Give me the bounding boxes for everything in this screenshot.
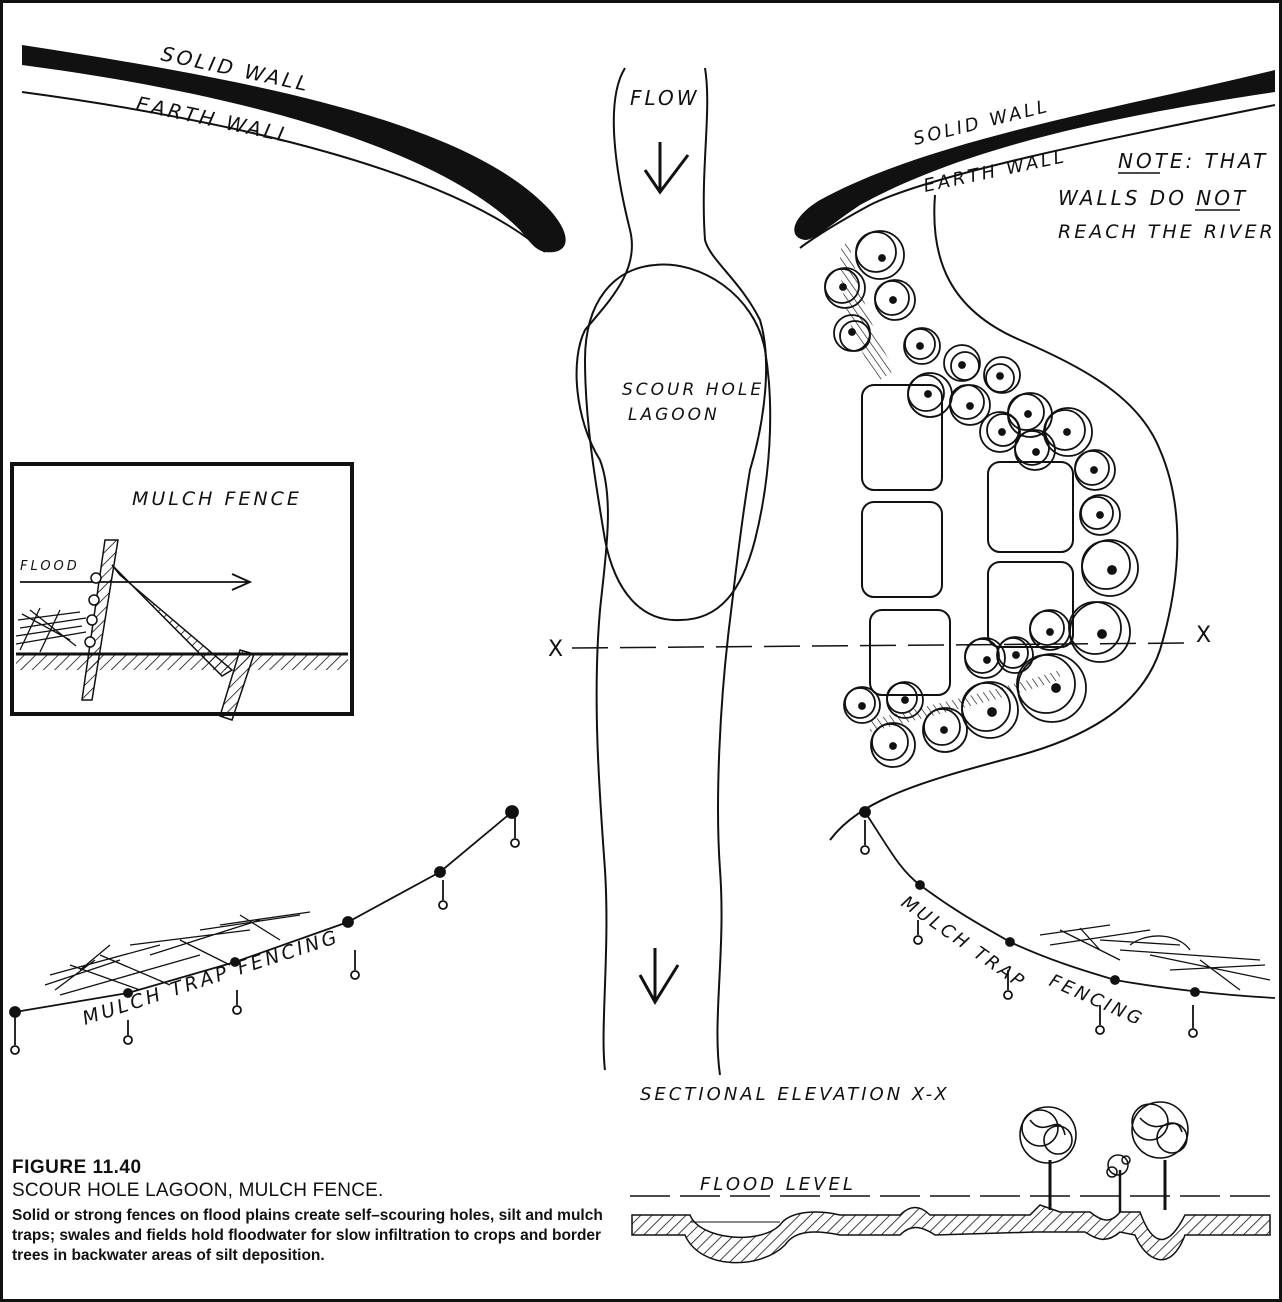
flow-arrow-bottom	[640, 948, 678, 1002]
section-x-left: X	[548, 637, 563, 662]
tree	[1069, 602, 1130, 662]
inset-ground	[16, 654, 348, 670]
fence-post	[860, 807, 870, 854]
inset-title: MULCH FENCE	[132, 488, 302, 510]
river-right-bank	[704, 68, 766, 1075]
section-tree-2	[1132, 1102, 1188, 1210]
tree	[962, 682, 1018, 738]
tree	[984, 357, 1020, 393]
tree	[944, 345, 980, 381]
fence-post	[1189, 988, 1199, 1037]
field	[862, 385, 942, 490]
scour-hole-lagoon	[585, 265, 770, 621]
tree	[875, 280, 915, 320]
figure-description: Solid or strong fences on flood plains c…	[12, 1206, 632, 1266]
mulch-fence-inset: MULCH FENCE FLOOD	[12, 464, 352, 720]
section-x-right: X	[1196, 623, 1211, 648]
fence-post	[506, 806, 519, 847]
tree	[856, 231, 904, 279]
tree	[908, 373, 952, 417]
note-line-3: REACH THE RIVER	[1058, 221, 1276, 243]
tree	[887, 682, 923, 718]
tree	[980, 412, 1020, 452]
tree	[844, 687, 880, 723]
tree	[923, 708, 967, 752]
backwater-boundary	[830, 195, 1177, 840]
section-line	[572, 643, 1188, 648]
field	[862, 502, 942, 597]
flow-arrow-top	[645, 142, 688, 192]
tree	[904, 328, 940, 364]
river-left-bank	[577, 68, 632, 1070]
figure-title: SCOUR HOLE LAGOON, MULCH FENCE.	[12, 1180, 632, 1202]
inset-flood-label: FLOOD	[20, 559, 80, 574]
figure-number: FIGURE 11.40	[12, 1157, 632, 1179]
flood-level-label: FLOOD LEVEL	[700, 1174, 856, 1195]
flow-label: FLOW	[630, 86, 700, 110]
tree	[1075, 450, 1115, 490]
tree	[1044, 408, 1092, 456]
swale-hatch	[840, 240, 895, 380]
note-line-1: NOTE: THAT	[1118, 149, 1268, 173]
border-trees	[825, 231, 1138, 767]
ground-section-hatch	[632, 1205, 1270, 1263]
mulch-trap-right-label-2: FENCING	[1046, 970, 1147, 1030]
tree	[871, 723, 915, 767]
fence-post	[343, 917, 359, 979]
fence-post	[435, 867, 447, 909]
section-tree-1	[1020, 1107, 1076, 1210]
scour-hole-label-1: SCOUR HOLE	[622, 380, 764, 400]
tree	[1030, 610, 1070, 650]
section-title: SECTIONAL ELEVATION X-X	[640, 1084, 950, 1105]
figure-caption: FIGURE 11.40 SCOUR HOLE LAGOON, MULCH FE…	[12, 1157, 632, 1266]
scour-hole-label-2: LAGOON	[628, 405, 720, 425]
field	[988, 462, 1073, 552]
tree	[1082, 540, 1138, 596]
note-line-2: WALLS DO NOT	[1058, 186, 1248, 210]
fence-post	[10, 1007, 20, 1054]
section-shrub	[1107, 1155, 1130, 1212]
tree	[1080, 495, 1120, 535]
